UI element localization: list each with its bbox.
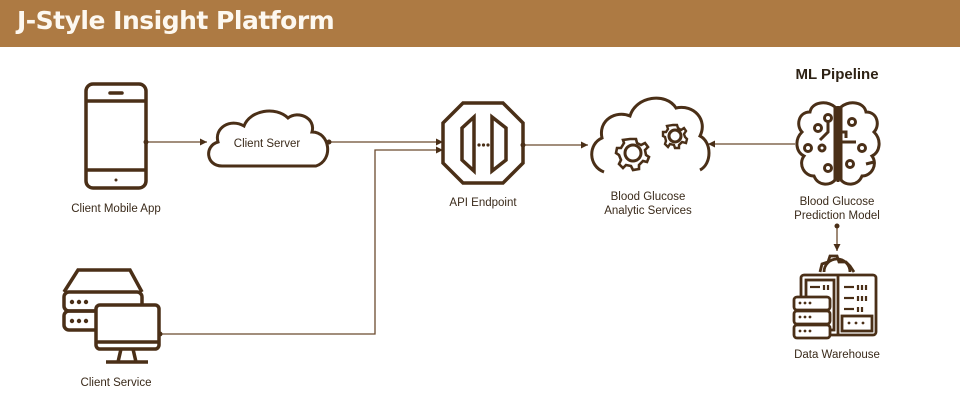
brain-circuit-icon [795,101,881,186]
label-data-warehouse: Data Warehouse [794,349,880,361]
label-client-server: Client Server [233,138,301,150]
api-gateway-icon [441,101,525,185]
cloud-icon [207,109,330,168]
label-api-endpoint: API Endpoint [449,197,517,209]
ml-pipeline-title: ML Pipeline [795,66,879,83]
data-warehouse-icon [792,254,878,340]
cloud-gears-icon [590,96,711,174]
smartphone-icon [84,82,148,190]
label-analytic-services-line1: Blood Glucose [610,191,686,203]
label-analytic-services: Blood Glucose Analytic Services [604,190,692,218]
label-analytic-services-line2: Analytic Services [604,205,692,217]
label-prediction-model: Blood Glucose Prediction Model [794,195,880,223]
page-title: J-Style Insight Platform [17,6,335,35]
label-prediction-model-line2: Prediction Model [794,210,880,222]
connector-service-to-api [160,146,443,335]
label-prediction-model-line1: Blood Glucose [799,196,875,208]
server-monitor-icon [62,268,161,364]
label-client-service: Client Service [80,377,152,389]
label-client-mobile-app: Client Mobile App [71,203,161,215]
header-bar: J-Style Insight Platform [0,0,960,47]
